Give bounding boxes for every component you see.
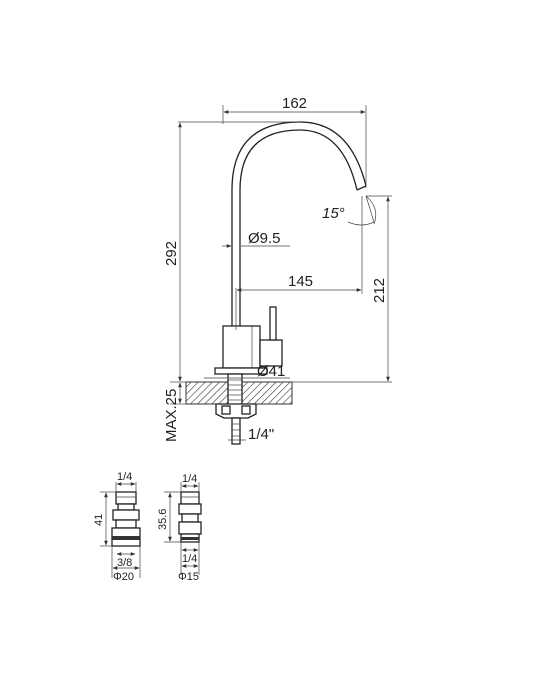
connector-b-height: 35.6: [157, 509, 169, 530]
dim-thread: 1/4": [248, 426, 274, 443]
connector-a-labels: 1/4 41 3/8 Φ20: [93, 471, 134, 583]
inlet-pipe: [231, 417, 241, 445]
shank-threads: [228, 379, 242, 401]
dim-height-total: 292: [163, 241, 180, 266]
dim-tube-diameter: Ø9.5: [248, 230, 281, 247]
connector-b-diameter: Φ15: [178, 571, 199, 583]
nut-slot-left: [221, 405, 231, 415]
connector-b-top: 1/4: [182, 473, 197, 485]
dim-spout-reach: 145: [288, 273, 313, 290]
spout-outer: [231, 121, 367, 330]
nut-slot-right: [241, 405, 251, 415]
faucet-drawing: [185, 121, 367, 445]
countertop-right: [241, 381, 293, 405]
handle-lever: [269, 306, 277, 341]
spout-inner: [239, 129, 358, 330]
faucet-body: [222, 325, 261, 369]
dim-base-diameter: Ø41: [257, 363, 285, 380]
dim-width-total: 162: [282, 95, 307, 112]
spout-tip: [356, 185, 367, 191]
dim-spout-height: 212: [371, 278, 388, 303]
connector-b: [164, 482, 202, 575]
connector-a: [100, 482, 141, 578]
connector-a-diameter: Φ20: [113, 571, 134, 583]
dimension-lines: [170, 105, 392, 441]
dim-max-deck: MAX.25: [163, 389, 180, 442]
connector-a-height: 41: [93, 514, 105, 526]
connector-b-labels: 1/4 35.6 1/4 Φ15: [157, 473, 199, 583]
countertop-left: [185, 381, 229, 405]
connector-a-bottom: 3/8: [117, 557, 132, 569]
connector-b-bottom: 1/4: [182, 553, 197, 565]
dimension-labels: 162 292 145 212 15° Ø9.5 Ø41 MAX.25 1/4": [163, 95, 388, 443]
dim-angle: 15°: [322, 205, 345, 222]
connector-a-top: 1/4: [117, 471, 132, 483]
